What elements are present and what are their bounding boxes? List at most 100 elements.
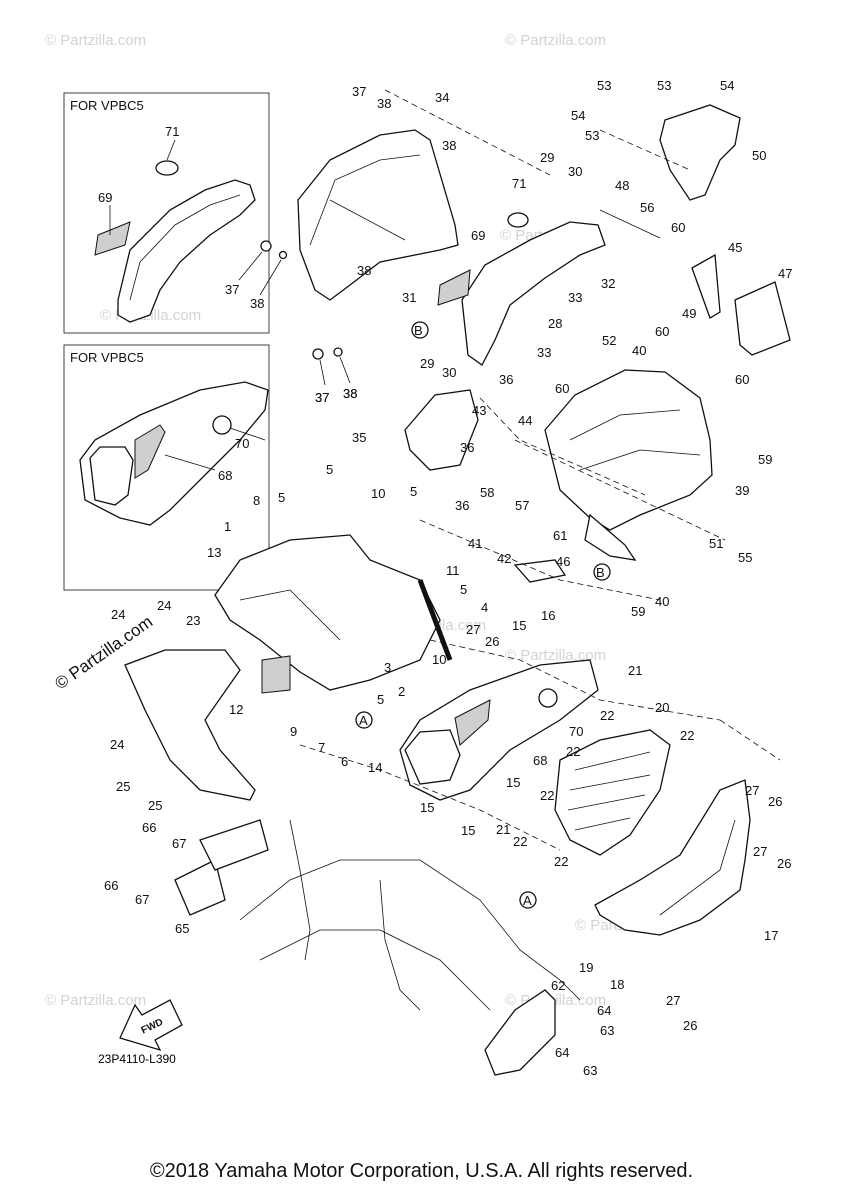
- part-number-15: 15: [512, 618, 526, 633]
- part-number-40: 40: [632, 343, 646, 358]
- part-number-60: 60: [671, 220, 685, 235]
- part-number-6: 6: [341, 754, 348, 769]
- sticker-69: [94, 221, 131, 256]
- part-number-26: 26: [485, 634, 499, 649]
- part-number-68: 68: [533, 753, 547, 768]
- bracket-45: [691, 253, 721, 319]
- part-number-67: 67: [172, 836, 186, 851]
- part-number-34: 34: [435, 90, 449, 105]
- emblem-71: [155, 160, 179, 176]
- part-number-59: 59: [631, 604, 645, 619]
- part-number-13: 13: [207, 545, 221, 560]
- part-number-27: 27: [466, 622, 480, 637]
- label-37: 37: [225, 282, 239, 297]
- bracket-65b: [199, 819, 269, 871]
- part-number-22: 22: [600, 708, 614, 723]
- part-number-22: 22: [680, 728, 694, 743]
- part-number-28: 28: [548, 316, 562, 331]
- part-number-38: 38: [377, 96, 391, 111]
- sticker-69b: [437, 269, 471, 306]
- part-number-24: 24: [111, 607, 125, 622]
- inner-cover-1: [214, 534, 441, 691]
- part-number-49: 49: [682, 306, 696, 321]
- panel-46: [584, 513, 637, 561]
- part-number-60: 60: [555, 381, 569, 396]
- part-number-22: 22: [554, 854, 568, 869]
- watermark: © Partzilla.com: [45, 992, 146, 1009]
- part-number-27: 27: [666, 993, 680, 1008]
- frame-outline: [239, 859, 581, 1001]
- duct-28: [461, 221, 606, 366]
- part-number-37: 37: [315, 390, 329, 405]
- part-number-27: 27: [745, 783, 759, 798]
- part-number-10: 10: [432, 652, 446, 667]
- emblem-68b: [454, 699, 491, 746]
- part-number-22: 22: [566, 744, 580, 759]
- part-number-63: 63: [600, 1023, 614, 1038]
- part-number-31: 31: [402, 290, 416, 305]
- part-number-44: 44: [518, 413, 532, 428]
- callout-a-2-label: A: [523, 893, 532, 908]
- duct-detail: [129, 194, 241, 301]
- label-37b: 37: [315, 390, 329, 405]
- main-parts: [124, 89, 791, 1076]
- part-number-61: 61: [553, 528, 567, 543]
- part-number-15: 15: [506, 775, 520, 790]
- watermark: © Partzilla.com: [505, 32, 606, 49]
- part-number-23: 23: [186, 613, 200, 628]
- part-number-36: 36: [499, 372, 513, 387]
- bracket-65: [174, 859, 226, 916]
- part-number-60: 60: [735, 372, 749, 387]
- part-number-70: 70: [569, 724, 583, 739]
- inset-bottom: FOR VPBC5 70 68 37 38: [63, 344, 357, 591]
- part-number-26: 26: [683, 1018, 697, 1033]
- part-number-48: 48: [615, 178, 629, 193]
- part-number-15: 15: [420, 800, 434, 815]
- part-number-40: 40: [655, 594, 669, 609]
- inset-bottom-title: FOR VPBC5: [70, 350, 144, 365]
- part-number-36: 36: [460, 440, 474, 455]
- bracket-35: [404, 389, 479, 471]
- part-number-64: 64: [555, 1045, 569, 1060]
- emblem-68: [134, 424, 166, 479]
- rod-48: [599, 209, 661, 239]
- part-number-7: 7: [318, 740, 325, 755]
- part-number-29: 29: [540, 150, 554, 165]
- part-number-47: 47: [778, 266, 792, 281]
- part-number-21: 21: [496, 822, 510, 837]
- part-number-29: 29: [420, 356, 434, 371]
- part-number-24: 24: [110, 737, 124, 752]
- callout-a-1-label: A: [359, 713, 368, 728]
- label-38: 38: [250, 296, 264, 311]
- part-number-66: 66: [142, 820, 156, 835]
- part-number-59: 59: [758, 452, 772, 467]
- label-68: 68: [218, 468, 232, 483]
- part-number-57: 57: [515, 498, 529, 513]
- part-number-62: 62: [551, 978, 565, 993]
- bracket-50: [659, 104, 741, 201]
- fwd-arrow: FWD: [119, 999, 183, 1052]
- part-number-30: 30: [568, 164, 582, 179]
- part-number-58: 58: [480, 485, 494, 500]
- grille-20: [554, 729, 671, 856]
- inset-top-frame: [63, 92, 270, 334]
- bolt-37b: [312, 348, 324, 360]
- part-number-53: 53: [585, 128, 599, 143]
- part-number-60: 60: [655, 324, 669, 339]
- inset-top-title: FOR VPBC5: [70, 98, 144, 113]
- part-number-14: 14: [368, 760, 382, 775]
- callouts: B B A A: [355, 321, 611, 909]
- part-number-66: 66: [104, 878, 118, 893]
- pad-47: [734, 281, 791, 356]
- label-70: 70: [235, 436, 249, 451]
- part-number-15: 15: [461, 823, 475, 838]
- part-number-5: 5: [410, 484, 417, 499]
- part-number-67: 67: [135, 892, 149, 907]
- inset-bottom-frame: [63, 344, 270, 591]
- part-number-30: 30: [442, 365, 456, 380]
- callout-a-1: [355, 711, 373, 729]
- part-number-5: 5: [460, 582, 467, 597]
- part-number-65: 65: [175, 921, 189, 936]
- part-number-64: 64: [597, 1003, 611, 1018]
